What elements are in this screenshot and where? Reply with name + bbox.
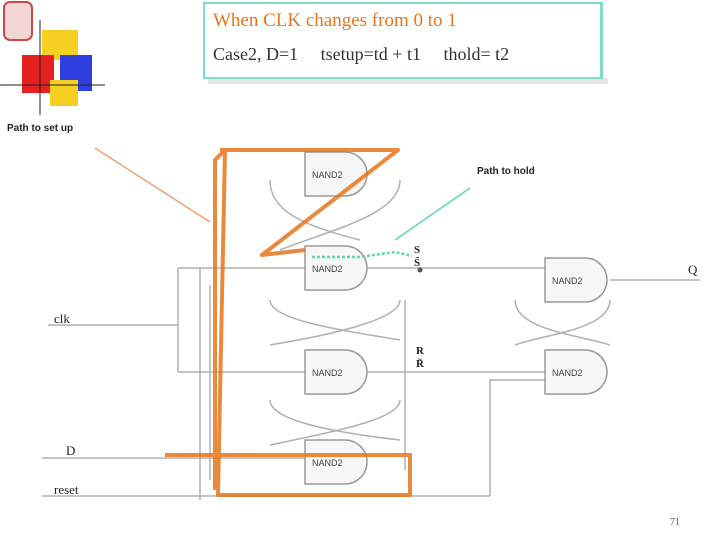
clk-label: clk	[54, 311, 70, 326]
gate-label-1: NAND2	[312, 170, 343, 180]
s-label: S	[414, 244, 421, 256]
setup-path	[165, 148, 412, 497]
r-label: R	[416, 345, 424, 357]
rbar-label: R̄	[416, 358, 424, 370]
slide-title: When CLK changes from 0 to 1	[213, 10, 457, 31]
gate-label-3: NAND2	[312, 368, 343, 378]
nand-gate-5	[544, 257, 608, 303]
nand-gate-4	[304, 439, 368, 485]
nand-gate-3	[304, 349, 368, 395]
gate-label-5: NAND2	[552, 276, 583, 286]
gate-label-4: NAND2	[312, 458, 343, 468]
title-box: When CLK changes from 0 to 1 Case2, D=1 …	[203, 2, 603, 79]
slide-logo	[0, 1, 105, 115]
d-label: D	[66, 443, 76, 458]
title-box-shadow	[208, 78, 608, 84]
gate-label-6: NAND2	[552, 368, 583, 378]
setup-path-pointer	[94, 147, 211, 223]
case-label: Case2, D=1	[213, 44, 299, 64]
reset-label: reset	[54, 482, 79, 497]
path-to-hold-label: Path to hold	[477, 166, 535, 177]
sbar-label: S̄	[414, 257, 421, 269]
timing-equations: Case2, D=1 tsetup=td + t1 thold= t2	[213, 44, 527, 65]
hold-equation: thold= t2	[443, 44, 510, 64]
gate-labels: NAND2 NAND2 NAND2 NAND2 NAND2 NAND2	[312, 170, 583, 468]
page-number: 71	[670, 517, 680, 528]
path-to-setup-label: Path to set up	[7, 123, 74, 134]
hold-path	[312, 187, 471, 259]
nand-gate-2	[304, 245, 368, 291]
hold-junction	[417, 267, 423, 273]
circuit-wires	[42, 179, 700, 500]
gate-label-2: NAND2	[312, 264, 343, 274]
setup-equation: tsetup=td + t1	[320, 44, 421, 64]
nand-gate-6	[544, 349, 608, 395]
q-output-label: Q	[688, 262, 698, 277]
nand-gates	[304, 151, 608, 485]
